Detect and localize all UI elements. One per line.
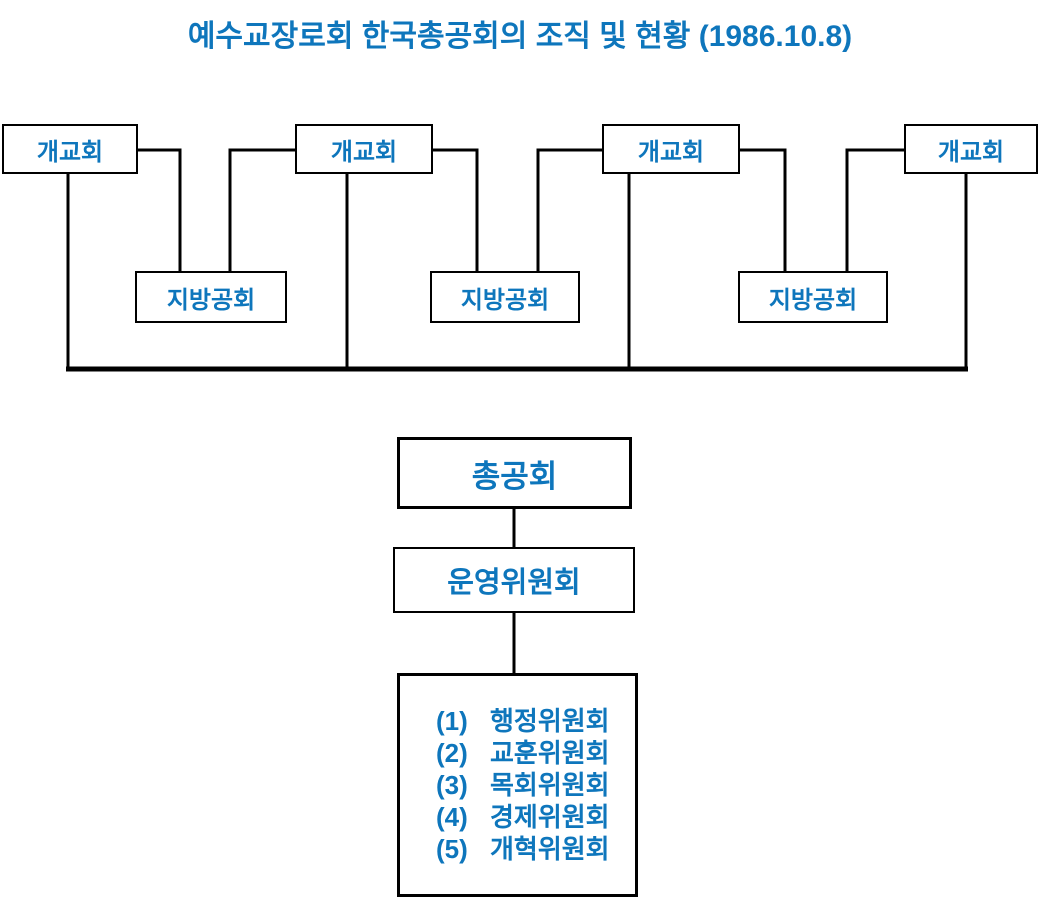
connector-b2l-to-a bbox=[228, 148, 295, 272]
connector-b2r-to-b bbox=[433, 148, 479, 272]
committee-label: 교훈위원회 bbox=[490, 738, 610, 768]
local-church-box-2: 개교회 bbox=[295, 124, 433, 174]
committee-number: (4) bbox=[436, 802, 468, 832]
general-assembly-box: 총공회 bbox=[397, 437, 632, 509]
committee-list: (1) 행정위원회 (2) 교훈위원회 (3) 목회위원회 (4) 경제위원회 … bbox=[400, 705, 610, 865]
steering-committee-box: 운영위원회 bbox=[393, 547, 635, 613]
committee-item: (5) 개혁위원회 bbox=[436, 833, 610, 865]
committee-item: (4) 경제위원회 bbox=[436, 801, 610, 833]
local-church-box-1: 개교회 bbox=[2, 124, 138, 174]
committee-item: (1) 행정위원회 bbox=[436, 705, 610, 737]
regional-council-box-1: 지방공회 bbox=[135, 271, 287, 323]
committee-number: (5) bbox=[436, 834, 468, 864]
committees-box: (1) 행정위원회 (2) 교훈위원회 (3) 목회위원회 (4) 경제위원회 … bbox=[397, 673, 638, 897]
committee-label: 경제위원회 bbox=[490, 802, 610, 832]
committee-item: (2) 교훈위원회 bbox=[436, 737, 610, 769]
committee-label: 행정위원회 bbox=[490, 706, 610, 736]
connector-b1r-to-a bbox=[138, 148, 182, 272]
connector-b3r-to-c bbox=[740, 148, 787, 272]
connector-b4l-to-c bbox=[845, 148, 904, 272]
committee-number: (2) bbox=[436, 738, 468, 768]
local-church-box-4: 개교회 bbox=[904, 124, 1038, 174]
local-church-box-3: 개교회 bbox=[602, 124, 740, 174]
committee-label: 목회위원회 bbox=[490, 770, 610, 800]
committee-number: (1) bbox=[436, 706, 468, 736]
regional-council-box-3: 지방공회 bbox=[738, 271, 888, 323]
connector-b3l-to-b bbox=[536, 148, 602, 272]
committee-item: (3) 목회위원회 bbox=[436, 769, 610, 801]
committee-number: (3) bbox=[436, 770, 468, 800]
committee-label: 개혁위원회 bbox=[490, 834, 610, 864]
page-title: 예수교장로회 한국총공회의 조직 및 현황 (1986.10.8) bbox=[187, 20, 853, 53]
regional-council-box-2: 지방공회 bbox=[430, 271, 580, 323]
